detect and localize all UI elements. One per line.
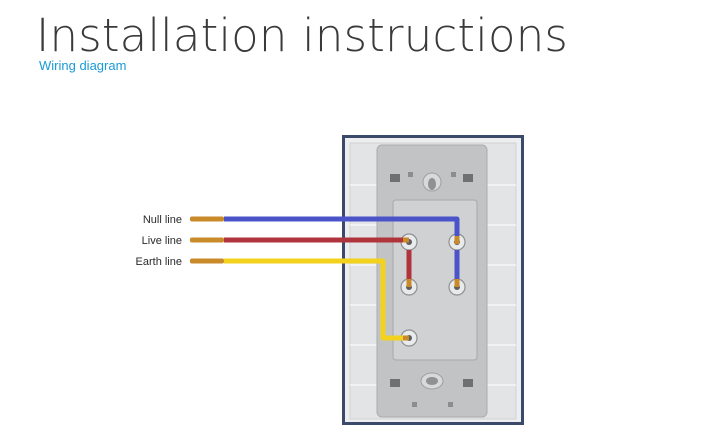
- earth-line-label: Earth line: [136, 256, 182, 268]
- null-wire-tip: [190, 216, 224, 222]
- wire-tips: [190, 216, 460, 341]
- top-left-slot: [390, 174, 400, 182]
- live-line-label: Live line: [142, 235, 182, 247]
- earth-line-wire: [224, 258, 409, 341]
- bottom-left-slot: [390, 379, 400, 387]
- wall-socket-icon: [342, 135, 524, 425]
- null-line-wire: [224, 216, 460, 242]
- bottom-right-slot: [463, 379, 473, 387]
- earth-wire-tip: [190, 258, 224, 264]
- wires: [224, 216, 460, 341]
- top-right-slot: [463, 174, 473, 182]
- live-wire-tip: [190, 237, 224, 243]
- page-title: Installation instructions: [36, 9, 569, 62]
- null-line-label: Null line: [143, 214, 182, 226]
- diagram-subtitle: Wiring diagram: [39, 58, 127, 73]
